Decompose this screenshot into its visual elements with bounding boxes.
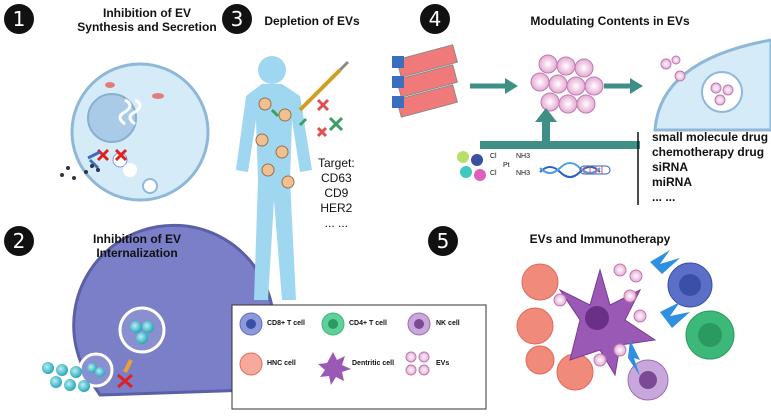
content-more: ... ... bbox=[652, 190, 676, 204]
panel2-title-line2: Internalization bbox=[96, 246, 178, 260]
legend-evs: EVs bbox=[436, 360, 450, 367]
panel-number-2: 2 bbox=[4, 226, 34, 256]
target-more: ... ... bbox=[324, 216, 349, 230]
panel1-cell bbox=[60, 62, 210, 202]
panel4-recipient-cell bbox=[653, 38, 771, 132]
legend-nk: NK cell bbox=[436, 320, 460, 327]
panel-number-1: 1 bbox=[4, 4, 34, 34]
legend-cd4: CD4+ T cell bbox=[349, 320, 387, 327]
panel2-cell bbox=[42, 223, 276, 397]
legend-hnc: HNC cell bbox=[267, 360, 296, 367]
chem-nh3a: NH3 bbox=[516, 153, 531, 160]
target-list: Target: CD63 CD9 HER2 ... ... bbox=[318, 156, 355, 231]
panel2-title-line1: Inhibition of EV bbox=[93, 232, 181, 246]
chem-cl1: Cl bbox=[490, 153, 497, 160]
panel-number-4: 4 bbox=[420, 4, 450, 34]
panel2-title: Inhibition of EV Internalization bbox=[72, 232, 202, 260]
panel-number-3: 3 bbox=[222, 4, 252, 34]
target-her2: HER2 bbox=[320, 201, 353, 215]
panel1-title-line2: Synthesis and Secretion bbox=[77, 20, 217, 34]
target-cd63: CD63 bbox=[321, 171, 352, 185]
panel4-cargo bbox=[457, 151, 611, 181]
chem-pt: Pt bbox=[503, 162, 510, 169]
content-small-molecule: small molecule drug bbox=[652, 130, 769, 144]
chem-nh3b: NH3 bbox=[516, 170, 531, 177]
content-sirna: siRNA bbox=[652, 160, 689, 174]
panel3-body bbox=[236, 56, 350, 300]
chem-cl2: Cl bbox=[490, 170, 497, 177]
panel5-scene bbox=[516, 250, 735, 401]
panel4-flasks bbox=[392, 44, 458, 118]
legend-cd8: CD8+ T cell bbox=[267, 320, 305, 327]
panel-number-5: 5 bbox=[428, 226, 458, 256]
panel1-title-line1: Inhibition of EV bbox=[103, 6, 191, 20]
target-cd9: CD9 bbox=[324, 186, 349, 200]
panel4-title: Modulating Contents in EVs bbox=[530, 14, 690, 28]
legend-box bbox=[231, 304, 487, 410]
panel3-title: Depletion of EVs bbox=[264, 14, 360, 28]
target-label: Target: bbox=[318, 156, 355, 170]
legend-dc: Dentritic cell bbox=[352, 360, 395, 367]
panel1-title: Inhibition of EV Synthesis and Secretion bbox=[72, 6, 222, 34]
panel4-ev-cluster bbox=[530, 54, 604, 114]
panel5-title: EVs and Immunotherapy bbox=[529, 232, 671, 246]
content-chemotherapy: chemotherapy drug bbox=[652, 145, 765, 159]
content-mirna: miRNA bbox=[652, 175, 693, 189]
ev-contents-list: small molecule drug chemotherapy drug si… bbox=[652, 130, 768, 205]
